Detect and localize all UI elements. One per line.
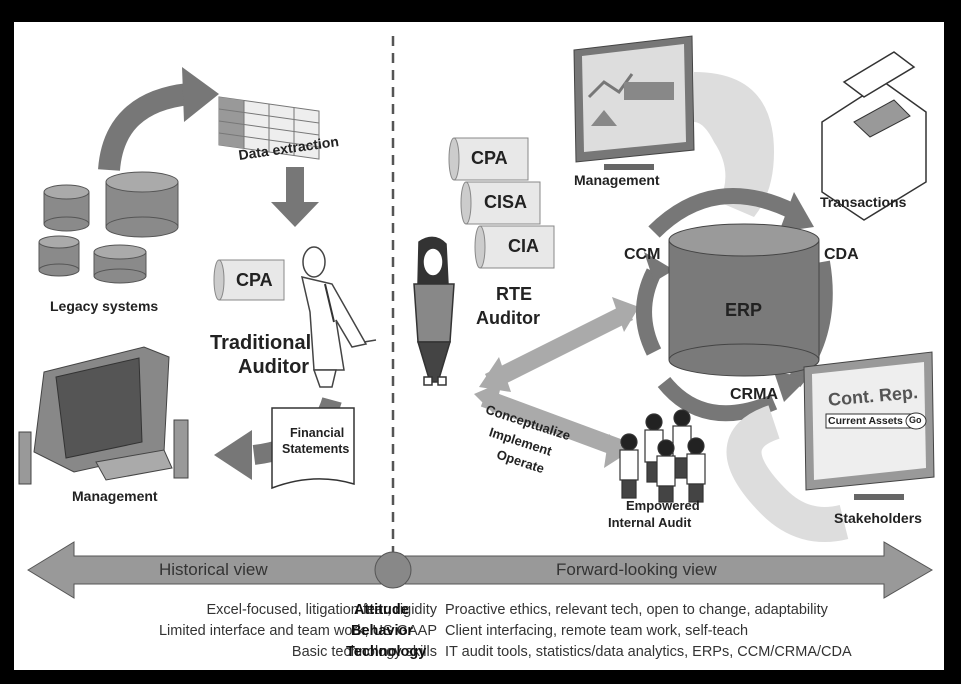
curved-arrow-to-extraction xyxy=(98,83,191,172)
cpa-certificate-icon xyxy=(213,259,285,301)
cpa-label-left: CPA xyxy=(236,270,273,290)
historical-view-label: Historical view xyxy=(159,560,268,579)
erp-label: ERP xyxy=(725,300,763,320)
cda-label: CDA xyxy=(824,246,859,263)
traditional-auditor-figure xyxy=(301,246,377,388)
traditional-technology: Basic technology skills xyxy=(291,644,437,660)
timeline-arrow xyxy=(27,541,933,599)
current-assets-field: Current Assets xyxy=(828,415,903,427)
traditional-label: Traditional xyxy=(210,332,312,354)
management-label-left: Management xyxy=(72,488,158,504)
forward-behavior: Client interfacing, remote team work, se… xyxy=(445,623,749,639)
flow-shape-bottom xyxy=(726,405,849,542)
double-arrow-erp xyxy=(479,297,639,392)
forward-technology: IT audit tools, statistics/data analytic… xyxy=(445,644,852,660)
empowered-label: Empowered xyxy=(626,498,700,513)
transactions-label: Transactions xyxy=(820,194,907,210)
down-arrow xyxy=(271,167,319,227)
legacy-systems-label: Legacy systems xyxy=(50,298,159,314)
crma-label: CRMA xyxy=(730,386,778,403)
cash-register-icon xyxy=(821,51,927,221)
statements-label: Statements xyxy=(282,442,350,456)
management-label-right: Management xyxy=(574,172,660,188)
rte-auditor-figure xyxy=(413,236,455,386)
traditional-behavior: Limited interface and team work, US GAAP xyxy=(158,623,437,639)
stakeholders-monitor-icon xyxy=(803,351,935,500)
double-arrow-internal-audit xyxy=(474,382,629,468)
legacy-database-icon xyxy=(38,171,179,284)
diagram-canvas xyxy=(18,35,935,599)
ccm-label: CCM xyxy=(624,246,661,263)
diagram-frame: Data extraction Legacy systems CPA Tradi… xyxy=(14,22,944,670)
financial-label: Financial xyxy=(290,426,345,440)
forward-view-label: Forward-looking view xyxy=(556,560,717,579)
rte-label: RTE xyxy=(496,284,532,304)
stakeholders-label: Stakeholders xyxy=(834,510,922,526)
spreadsheet-icon xyxy=(218,96,320,160)
rte-auditor-label: Auditor xyxy=(476,308,540,328)
cpa-label-right: CPA xyxy=(471,148,508,168)
go-button: Go xyxy=(909,415,922,425)
erp-database-icon xyxy=(668,223,820,377)
cia-label: CIA xyxy=(508,236,539,256)
internal-audit-label: Internal Audit xyxy=(608,515,692,530)
management-monitor-icon xyxy=(573,35,695,170)
auditor-label: Auditor xyxy=(238,356,310,378)
category-behavior: Behavior xyxy=(351,623,414,639)
category-technology: Technology xyxy=(346,644,427,660)
forward-attitude: Proactive ethics, relevant tech, open to… xyxy=(445,602,828,618)
certification-scrolls-icon xyxy=(448,137,555,269)
desktop-computer-icon xyxy=(18,346,189,485)
cisa-label: CISA xyxy=(484,192,528,212)
traditional-attitude: Excel-focused, litigation fear, rigidity xyxy=(206,602,438,618)
category-attitude: Attitude xyxy=(354,602,409,618)
internal-audit-team-figure xyxy=(619,409,706,503)
flow-shape-top xyxy=(694,72,774,217)
financial-statements-icon xyxy=(271,407,355,490)
